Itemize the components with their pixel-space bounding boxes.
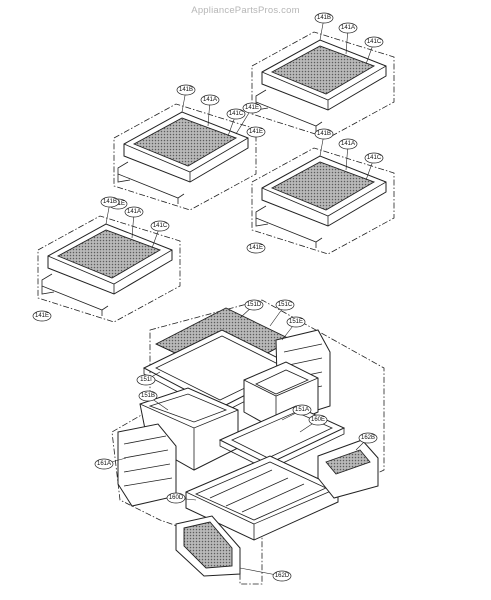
label-drawer-151i: 151I (136, 371, 161, 386)
label-shelf-2-141E-extra: 141E (235, 102, 262, 135)
svg-text:141A: 141A (341, 25, 355, 31)
label-shelf-1-141c: 141C (364, 36, 384, 65)
label-drawer-160e: 160E (299, 414, 328, 433)
svg-text:141E: 141E (35, 313, 49, 319)
label-shelf-3-141c: 141C (364, 152, 384, 181)
label-drawer-151d: 151D (239, 299, 264, 319)
svg-text:160D: 160D (169, 495, 184, 501)
label-shelf-1-141e: 141E (246, 126, 266, 138)
svg-text:141A: 141A (341, 141, 355, 147)
svg-text:141E: 141E (245, 105, 259, 111)
label-drawer-151b: 151B (138, 390, 169, 411)
shelf-assembly-4 (37, 215, 181, 323)
svg-text:151B: 151B (141, 393, 155, 399)
svg-text:160E: 160E (311, 417, 325, 423)
crisper-drawer-assembly (111, 299, 385, 585)
label-shelf-3-141b: 141B (314, 128, 334, 157)
label-drawer-162b: 162B (355, 432, 378, 451)
svg-text:162B: 162B (361, 435, 375, 441)
label-shelf-1-141b: 141B (314, 12, 334, 41)
svg-text:141E: 141E (249, 245, 263, 251)
label-drawer-161a: 161A (94, 457, 127, 470)
svg-text:141A: 141A (203, 97, 217, 103)
svg-text:141A: 141A (127, 209, 141, 215)
svg-text:141B: 141B (317, 15, 331, 21)
label-shelf-4-141e: 141E (32, 310, 52, 322)
svg-text:141B: 141B (179, 87, 193, 93)
svg-text:151E: 151E (289, 319, 303, 325)
watermark: AppliancePartsPros.com (191, 5, 300, 16)
svg-text:151I: 151I (140, 377, 152, 383)
label-shelf-1-141a: 141A (338, 22, 358, 55)
svg-text:151D: 151D (247, 302, 262, 308)
svg-text:141C: 141C (229, 111, 244, 117)
svg-text:151C: 151C (278, 302, 293, 308)
svg-text:161A: 161A (97, 461, 111, 467)
label-drawer-162d: 162D (239, 567, 292, 582)
svg-text:162D: 162D (275, 573, 290, 579)
svg-text:141C: 141C (153, 223, 168, 229)
label-drawer-151a: 151A (281, 404, 312, 421)
label-drawer-151e: 151E (281, 316, 306, 341)
left-side-rail (117, 423, 177, 507)
svg-text:141E: 141E (249, 129, 263, 135)
shelf-assembly-3 (251, 147, 395, 255)
crisper-pan (185, 455, 339, 541)
svg-text:141C: 141C (367, 39, 382, 45)
label-shelf-2-141c: 141C (226, 108, 246, 137)
label-shelf-4-141a: 141A (124, 206, 144, 239)
shelf-assembly-1 (251, 31, 395, 139)
label-shelf-2-141b: 141B (176, 84, 196, 113)
label-drawer-151c: 151C (269, 299, 295, 327)
svg-text:141C: 141C (367, 155, 382, 161)
label-shelf-2-141a: 141A (200, 94, 220, 127)
label-shelf-3-141a: 141A (338, 138, 358, 171)
label-shelf-3-141e: 141E (246, 242, 266, 254)
label-shelf-4-141c: 141C (150, 220, 170, 249)
label-shelf-4-141b: 141B (100, 196, 120, 225)
svg-text:141B: 141B (317, 131, 331, 137)
label-drawer-160d: 160D (166, 492, 197, 504)
shelf-assembly-2 (113, 103, 257, 211)
svg-text:151A: 151A (295, 407, 309, 413)
svg-text:141B: 141B (103, 199, 117, 205)
part-labels: 141B141A141C141E141B141A141C141E141B141A… (32, 12, 384, 582)
